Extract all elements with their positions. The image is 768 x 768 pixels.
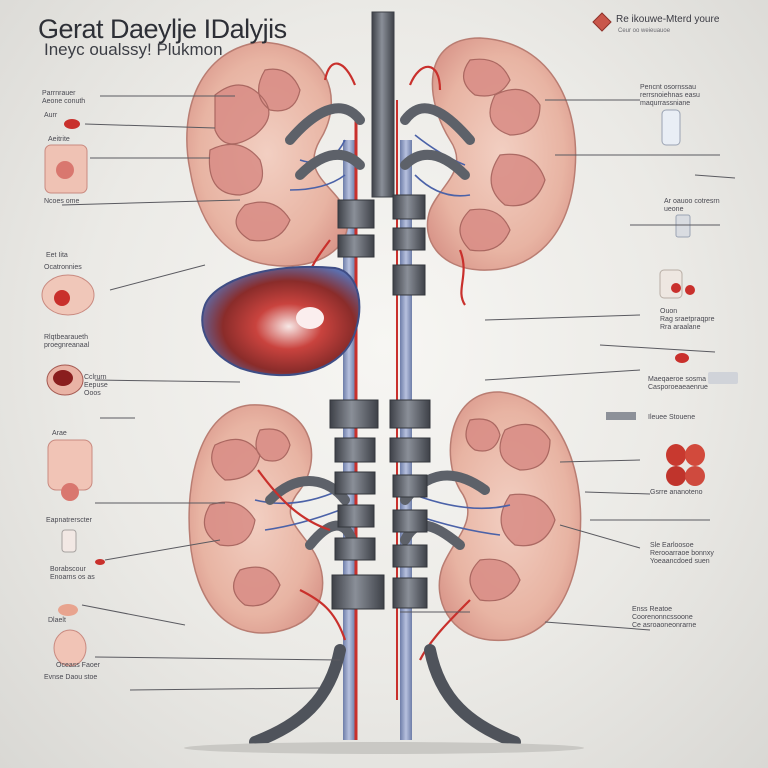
- connector-pipes: [265, 103, 490, 550]
- diamond-logo-icon: [592, 12, 612, 32]
- right-label: Ar oauoo cotresrn ueone: [664, 198, 720, 213]
- left-joint-stack: [329, 199, 385, 610]
- lower-right-kidney-lobes: [465, 418, 556, 602]
- left-label: Cclrurn Eepuse Ooos: [84, 374, 108, 397]
- right-label: Ouon Rag sraetpraqpre Rra araalane: [660, 308, 715, 331]
- page-title: Gerat Daeylje IDalyjis: [38, 14, 287, 44]
- right-label: Maeqaeroe sosma Casporoeaeaenrue: [648, 376, 708, 391]
- left-label: Oceass Faoer: [56, 662, 100, 669]
- right-label: Gsrre ananoteno: [650, 489, 703, 496]
- left-label: Eet Iita: [46, 252, 68, 259]
- brand-name: Re ikouwe-Mterd youre: [616, 14, 720, 25]
- left-label: Borabscour Enoarns os as: [50, 566, 95, 581]
- right-label: Sle Earloosoe Rerooarraoe bonnxy Yoeaanc…: [650, 542, 714, 565]
- right-label: Ileuee Stouene: [648, 414, 696, 421]
- page-subtitle: Ineyc oualssy! Plukmon: [44, 40, 223, 59]
- stand-floor-shadow: [184, 742, 584, 754]
- left-label: Arae: [52, 430, 67, 437]
- left-label: Parrnrauer Aeone conuth: [42, 90, 86, 105]
- left-thumbnails: [41, 119, 105, 667]
- right-thumbnails: [606, 109, 738, 486]
- left-label: Aurr: [44, 112, 58, 119]
- right-joint-stack: [389, 194, 431, 609]
- leader-lines: [61, 95, 736, 691]
- left-label: Evnse Daou stoe: [44, 674, 98, 681]
- left-label: Aeitrite: [48, 136, 70, 143]
- upper-right-kidney-lobes: [459, 58, 546, 252]
- right-label: Pencnt osornssau rerrsnoiehnas easu maqu…: [640, 84, 700, 107]
- center-pipe: [371, 11, 395, 198]
- lower-left-kidney-lobes: [203, 428, 291, 607]
- left-label: Ncoes ome: [44, 198, 80, 205]
- left-label: Ocatronnies: [44, 264, 82, 271]
- reservoir-highlight: [296, 307, 324, 329]
- left-label: Rlqtbearaueth proegnreanaal: [44, 334, 90, 349]
- left-label: Dlaelt: [48, 617, 66, 624]
- stand-base: [249, 644, 521, 748]
- brand-tagline: Ceur oo weieuauoe: [618, 28, 671, 34]
- right-label: Enss Reatoe Coorenonncssoone Ce asroaone…: [632, 606, 697, 629]
- dialysis-reservoir: [201, 265, 361, 377]
- upper-left-kidney-lobes: [208, 68, 301, 242]
- left-label: Eapnatrerscter: [46, 517, 92, 524]
